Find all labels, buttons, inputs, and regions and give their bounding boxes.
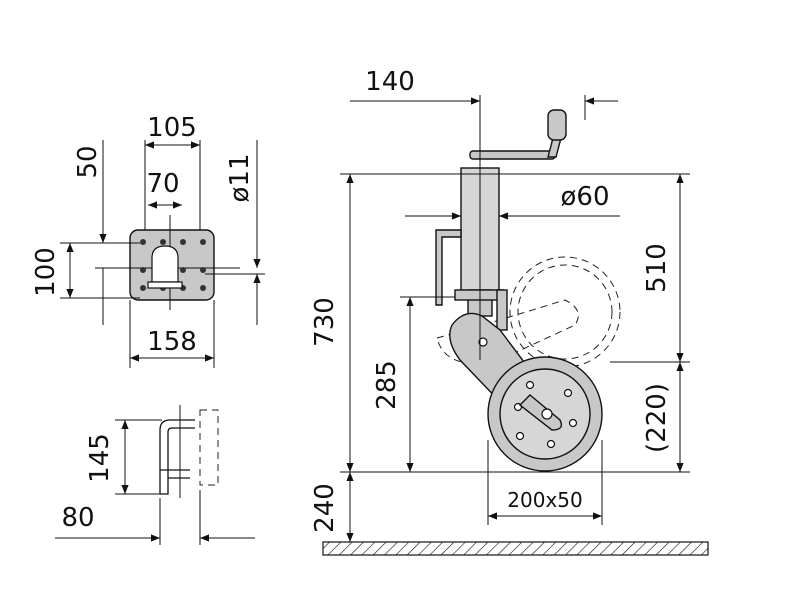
dim-hole-diameter: ø11 [225,154,255,203]
dim-total-height: 730 [310,297,340,347]
wheel [487,356,603,472]
dim-plate-height-top: 50 [73,145,103,178]
jockey-wheel-view: 140 ø60 730 510 (220) 285 240 200x50 [310,67,709,556]
crank-handle [469,109,567,160]
mounting-plate-view: 105 70 50 100 158 ø11 [31,113,265,368]
dim-tube-diameter: ø60 [561,182,610,212]
ground-hatch [322,541,709,556]
dim-bracket-height: 145 [85,433,115,483]
dim-ground-clearance: 240 [310,483,340,533]
dim-plate-width-bottom: 158 [147,327,197,357]
plate-slot [151,245,179,283]
dim-plate-height: 100 [31,247,61,297]
bracket-profile [159,419,195,495]
dim-bracket-width: 80 [61,503,94,533]
bracket-view: 145 80 [55,405,255,545]
dim-plate-width-inner: 70 [146,169,179,199]
dim-stroke: 510 [642,243,672,293]
dim-wheel-size: 200x50 [507,488,582,512]
dim-offset: 140 [365,67,415,97]
plate-holes [140,239,206,291]
dim-retracted-height: (220) [642,383,672,453]
dim-pivot-height: 285 [372,360,402,410]
dim-plate-width-outer: 105 [147,113,197,143]
